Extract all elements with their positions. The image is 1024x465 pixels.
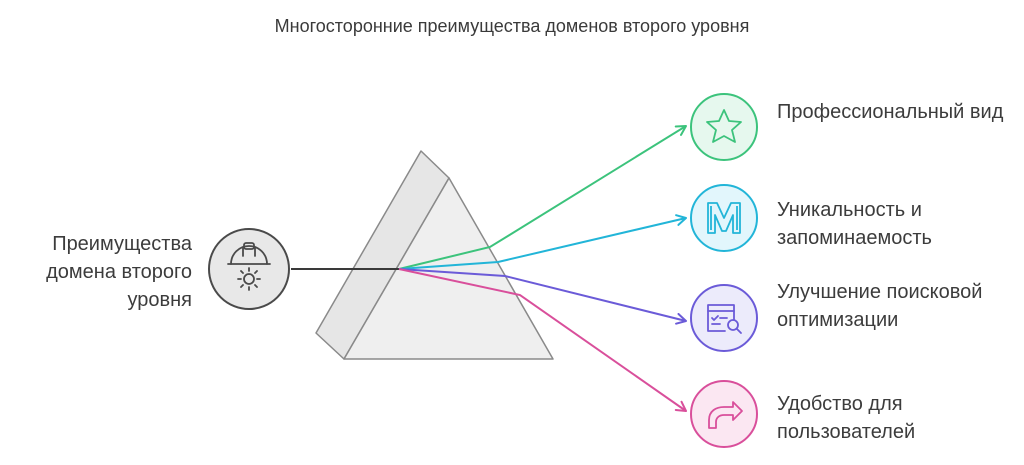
beam-professional-look [398, 125, 687, 270]
redo-arrow-icon [708, 401, 743, 429]
star-icon [706, 109, 742, 143]
output-label-uniqueness: Уникальность и запоминаемость [777, 199, 932, 249]
diagram-title: Многосторонние преимущества доменов втор… [274, 16, 750, 36]
source-label: Преимущества домена второго уровня [46, 233, 192, 311]
output-node-user-convenience [690, 380, 758, 448]
beam-uniqueness [398, 214, 687, 270]
worker-helmet-gear-icon [227, 242, 271, 291]
output-node-uniqueness [690, 184, 758, 252]
letter-m-icon [707, 202, 741, 234]
beam-seo [398, 268, 687, 325]
beam-user-convenience [398, 268, 687, 412]
output-label-user-convenience: Удобство для пользователей [777, 393, 916, 443]
source-node [208, 228, 290, 310]
output-label-professional-look: Профессиональный вид [777, 101, 1004, 123]
output-label-seo: Улучшение поисковой оптимизации [777, 281, 983, 331]
output-node-seo [690, 284, 758, 352]
output-node-professional-look [690, 93, 758, 161]
search-document-icon [707, 304, 742, 334]
prism [315, 150, 554, 360]
